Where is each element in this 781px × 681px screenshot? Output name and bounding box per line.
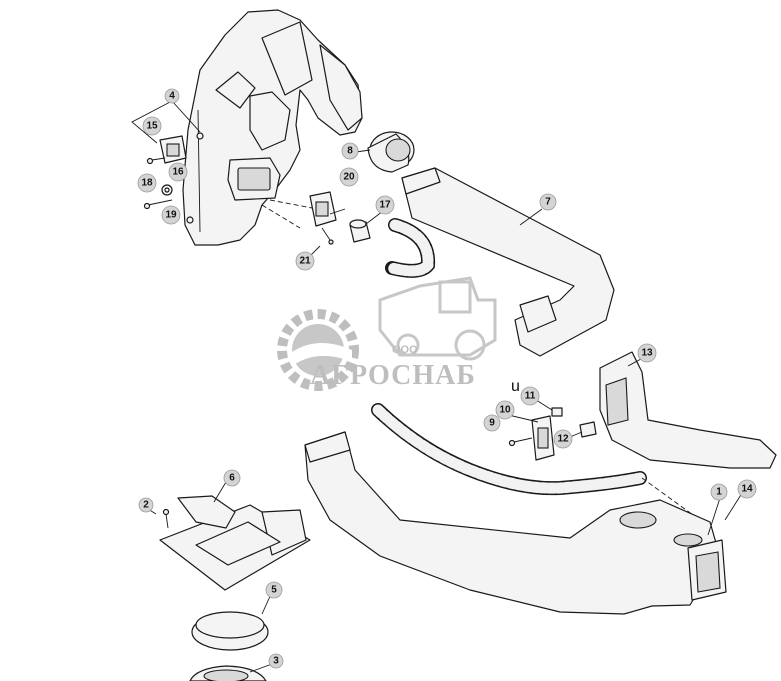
svg-text:5: 5 [271,585,277,596]
svg-text:17: 17 [379,200,391,211]
svg-text:20: 20 [343,172,355,183]
svg-text:15: 15 [146,121,158,132]
svg-text:3: 3 [273,656,279,667]
callout-13: 13 [637,343,657,363]
callout-14: 14 [737,479,757,499]
svg-text:19: 19 [165,210,177,221]
callout-18: 18 [137,173,157,193]
svg-text:18: 18 [141,178,153,189]
clamp-ring-part-5 [191,611,269,651]
callout-6: 6 [223,469,241,487]
callout-7: 7 [539,193,557,211]
callout-20: 20 [339,167,359,187]
callout-17: 17 [375,195,395,215]
cover-plate-part-6 [159,495,311,591]
callout-4: 4 [164,88,180,104]
bolt-part-2 [162,508,170,529]
svg-text:8: 8 [347,146,353,157]
svg-text:11: 11 [525,391,536,402]
flexible-hose-lower [371,403,647,496]
svg-text:1: 1 [716,487,722,498]
callout-21: 21 [295,251,315,271]
callout-1: 1 [710,483,728,501]
svg-text:2: 2 [143,500,149,511]
callout-9: 9 [483,414,501,432]
stray-letter: u [511,378,520,395]
svg-text:14: 14 [741,484,753,495]
switch-part-20 [309,191,337,227]
gear-icon [277,309,359,391]
callout-10: 10 [495,400,515,420]
svg-text:21: 21 [299,256,311,267]
knob-part-17 [349,219,371,243]
callout-15: 15 [142,116,162,136]
clip-part-11 [551,407,563,417]
svg-text:7: 7 [545,197,551,208]
bolt-part-16 [146,157,166,165]
svg-text:6: 6 [229,473,235,484]
callout-5: 5 [265,581,283,599]
flexible-hose-upper [385,218,436,278]
side-duct-part-13 [599,351,777,469]
callout-12: 12 [553,429,573,449]
upper-duct-part-7 [401,167,615,357]
callout-2: 2 [138,497,154,513]
svg-text:10: 10 [499,405,511,416]
bolt-part-19 [143,199,173,210]
grille-part-14 [673,533,703,547]
callout-8: 8 [341,142,359,160]
svg-text:9: 9 [489,418,495,429]
svg-text:16: 16 [172,167,184,178]
watermark-name: АГРОСНАБ [310,360,476,391]
watermark-logo: ООО АГРОСНАБ [277,276,497,391]
watermark-prefix: ООО [392,344,418,356]
switch-assembly-part-10 [531,415,555,461]
washer-part-18 [161,184,173,196]
screw-part-9 [508,437,533,447]
svg-text:4: 4 [169,91,175,102]
svg-text:12: 12 [557,434,569,445]
blower-housing [182,9,363,246]
lower-duct-part-1 [304,431,727,615]
callout-19: 19 [161,205,181,225]
screw-part-21 [321,227,334,245]
callout-16: 16 [168,162,188,182]
ring-part-8 [367,131,415,173]
combine-harvester-icon [378,276,497,361]
hose-clamp-part-3 [189,665,267,681]
callout-3: 3 [268,653,284,669]
svg-text:13: 13 [641,348,653,359]
callout-11: 11 [520,386,540,406]
connector-part-12 [579,421,597,438]
bracket-part-15 [159,135,187,164]
